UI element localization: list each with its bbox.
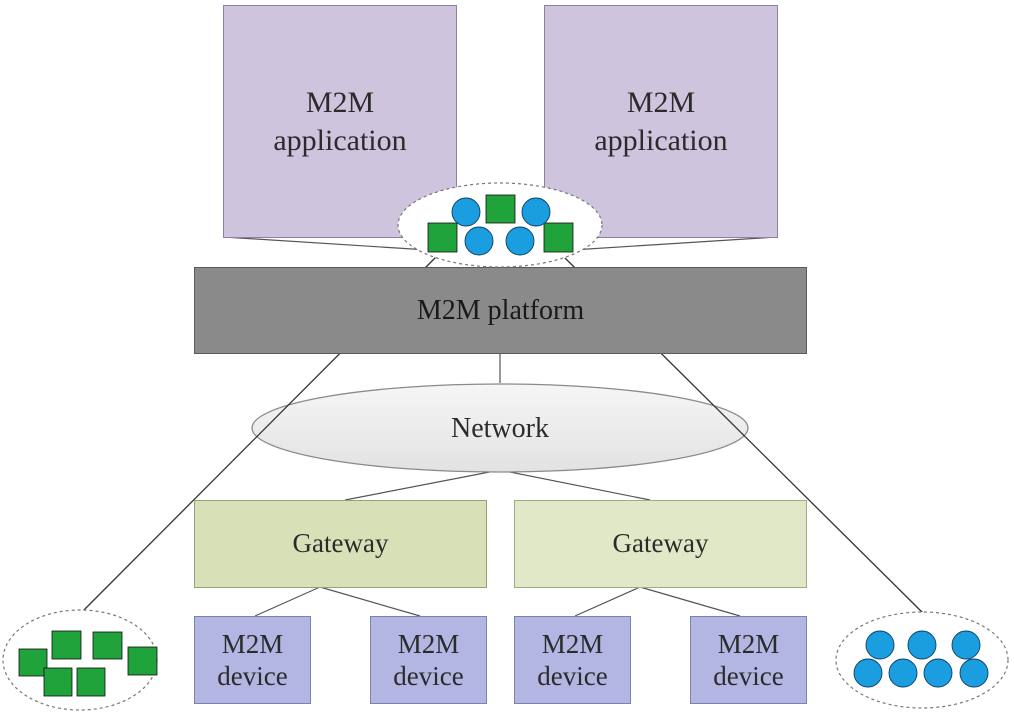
m2m-platform-box: M2M platform <box>194 267 807 354</box>
green-square <box>127 646 158 676</box>
gateway-label: Gateway <box>612 528 709 559</box>
green-square <box>51 630 82 660</box>
application-title-line1: M2M <box>626 86 696 119</box>
gw2-dev3-line <box>574 586 641 617</box>
m2m-application-box-right: M2M application <box>544 5 778 238</box>
device-title-line1: M2M <box>717 628 780 659</box>
connector-lines <box>223 236 778 617</box>
blue-circle <box>923 658 953 688</box>
network-gateway2-line <box>499 469 651 501</box>
m2m-device-box-3: M2M device <box>514 616 631 704</box>
application-title-line2: application <box>594 123 728 157</box>
blue-circle <box>951 630 981 660</box>
green-square <box>92 631 123 660</box>
green-square <box>76 667 106 697</box>
m2m-device-box-2: M2M device <box>370 616 487 704</box>
application-title-line1: M2M <box>305 86 375 119</box>
device-title-line1: M2M <box>397 628 460 659</box>
app-left-funnel-line <box>223 236 429 251</box>
gw2-dev4-line <box>639 586 741 617</box>
m2m-application-box-left: M2M application <box>223 5 457 238</box>
device-title-line2: device <box>217 661 288 691</box>
device-title-line1: M2M <box>221 628 284 659</box>
gw1-dev2-line <box>319 586 421 617</box>
gateway-label: Gateway <box>292 528 389 559</box>
network-gateway1-line <box>344 469 501 501</box>
device-title-line2: device <box>537 661 608 691</box>
green-square <box>18 648 48 677</box>
blue-circle <box>865 630 895 660</box>
blue-circle <box>959 658 989 688</box>
m2m-device-box-1: M2M device <box>194 616 311 704</box>
app-right-funnel-line <box>571 236 778 251</box>
device-title-line1: M2M <box>541 628 604 659</box>
application-title-line2: application <box>273 123 407 157</box>
green-square-group <box>2 609 158 711</box>
green-square <box>43 667 73 697</box>
m2m-device-box-4: M2M device <box>690 616 807 704</box>
gateway-box-left: Gateway <box>194 500 487 588</box>
gw1-dev1-line <box>254 586 321 617</box>
network-label: Network <box>451 413 549 444</box>
device-title-line2: device <box>713 661 784 691</box>
blue-circle <box>888 658 918 688</box>
gateway-box-right: Gateway <box>514 500 807 588</box>
device-title-line2: device <box>393 661 464 691</box>
blue-circle <box>853 658 883 688</box>
blue-circle-group <box>835 611 1009 709</box>
blue-circle <box>907 630 937 660</box>
platform-label: M2M platform <box>416 295 585 326</box>
network-cloud <box>251 383 749 473</box>
